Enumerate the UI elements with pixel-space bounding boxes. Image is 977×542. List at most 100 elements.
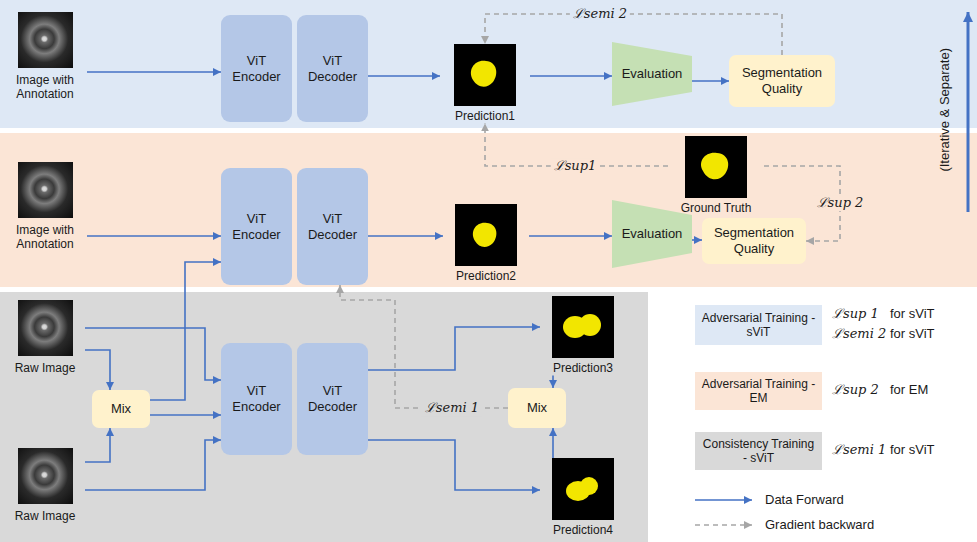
legend-text: Consistency Training - sViT bbox=[701, 437, 816, 466]
loss-target: for EM bbox=[890, 382, 928, 398]
data-connector bbox=[87, 235, 221, 237]
top-band bbox=[0, 0, 977, 128]
box-label: Mix bbox=[527, 400, 547, 416]
mask-image: Prediction4 bbox=[540, 458, 626, 537]
evaluation-label: Evaluation bbox=[622, 226, 683, 242]
data-connector bbox=[87, 71, 221, 73]
vit-block: ViT Encoder bbox=[221, 15, 292, 122]
evaluation-trapezoid: Evaluation bbox=[612, 42, 692, 106]
legend-forward-line bbox=[695, 499, 752, 501]
box-label: Mix bbox=[111, 401, 131, 417]
rotated-note: (Iterative & Separate) bbox=[937, 48, 953, 172]
mask-blob bbox=[552, 458, 614, 520]
mask-label: Ground Truth bbox=[681, 201, 752, 215]
mask-image: Ground Truth bbox=[668, 136, 764, 215]
data-connector bbox=[552, 375, 554, 388]
image-thumbnail: Image with Annotation bbox=[3, 160, 87, 252]
loss-name: ℒsup 2 bbox=[832, 382, 879, 398]
data-connector bbox=[368, 440, 540, 490]
process-box: Mix bbox=[508, 388, 566, 428]
data-connector bbox=[85, 328, 221, 380]
data-connector bbox=[529, 235, 612, 237]
legend-text: Adversarial Training - EM bbox=[701, 377, 816, 406]
mask-square bbox=[685, 136, 747, 198]
process-box: Mix bbox=[92, 390, 150, 428]
image-caption: Raw Image bbox=[15, 509, 76, 523]
loss-label: ℒsemi 2 bbox=[570, 6, 630, 22]
block-label: ViT Decoder bbox=[303, 383, 362, 414]
mask-blob bbox=[455, 204, 517, 266]
mri-image bbox=[18, 12, 73, 68]
mri-image bbox=[18, 162, 73, 218]
mask-square bbox=[552, 458, 614, 520]
mask-square bbox=[454, 44, 516, 106]
loss-label: ℒsup1 bbox=[551, 158, 600, 174]
data-connector bbox=[85, 350, 110, 390]
loss-name: ℒsemi 2 bbox=[832, 326, 886, 342]
legend-swatch: Consistency Training - sViT bbox=[695, 432, 822, 470]
data-connector bbox=[150, 262, 221, 400]
vit-block: ViT Encoder bbox=[221, 168, 292, 285]
mask-label: Prediction3 bbox=[553, 361, 613, 375]
block-label: ViT Encoder bbox=[227, 211, 286, 242]
image-thumbnail: Raw Image bbox=[5, 446, 85, 523]
data-connector bbox=[692, 80, 729, 82]
data-connector bbox=[150, 414, 221, 416]
image-thumbnail: Image with Annotation bbox=[3, 10, 87, 102]
vit-block: ViT Encoder bbox=[221, 343, 292, 455]
trapezoid-fill bbox=[612, 42, 692, 106]
image-caption: Raw Image bbox=[15, 361, 76, 375]
block-label: ViT Encoder bbox=[227, 383, 286, 414]
legend-backward-line bbox=[695, 524, 752, 526]
evaluation-label: Evaluation bbox=[622, 66, 683, 82]
box-label: Segmentation Quality bbox=[708, 225, 800, 256]
box-label: Segmentation Quality bbox=[735, 65, 829, 96]
data-connector bbox=[552, 428, 554, 458]
mask-square bbox=[552, 296, 614, 358]
process-box: Segmentation Quality bbox=[729, 55, 835, 107]
bottom-band bbox=[0, 292, 648, 542]
block-label: ViT Decoder bbox=[303, 53, 362, 84]
legend-text: Adversarial Training - sViT bbox=[701, 311, 816, 340]
legend-text: Gradient backward bbox=[765, 517, 874, 533]
middle-band bbox=[0, 133, 977, 287]
data-connector bbox=[368, 327, 540, 370]
data-connector bbox=[85, 428, 110, 462]
legend-swatch: Adversarial Training - sViT bbox=[695, 305, 822, 345]
vit-block: ViT Decoder bbox=[297, 15, 368, 122]
loss-name: ℒsup 1 bbox=[832, 306, 879, 322]
mask-square bbox=[455, 204, 517, 266]
vit-block: ViT Decoder bbox=[297, 343, 368, 455]
mask-image: Prediction3 bbox=[540, 296, 626, 375]
mask-image: Prediction2 bbox=[443, 204, 529, 283]
image-caption: Image with Annotation bbox=[3, 73, 87, 102]
iteration-arrow bbox=[967, 12, 970, 212]
mask-label: Prediction4 bbox=[553, 523, 613, 537]
block-label: ViT Decoder bbox=[303, 211, 362, 242]
legend-swatch: Adversarial Training - EM bbox=[695, 372, 822, 410]
data-connector bbox=[368, 75, 440, 77]
loss-label: ℒsemi 1 bbox=[422, 400, 482, 416]
loss-target: for sViT bbox=[890, 306, 935, 322]
legend-text: Data Forward bbox=[765, 492, 844, 508]
process-box: Segmentation Quality bbox=[702, 218, 806, 264]
evaluation-trapezoid: Evaluation bbox=[612, 200, 692, 268]
data-connector bbox=[85, 440, 221, 490]
mri-image bbox=[18, 448, 73, 504]
mask-label: Prediction1 bbox=[455, 109, 515, 123]
loss-label: ℒsup 2 bbox=[814, 195, 867, 211]
mask-image: Prediction1 bbox=[440, 44, 530, 123]
mask-blob bbox=[685, 136, 747, 198]
image-caption: Image with Annotation bbox=[3, 223, 87, 252]
loss-target: for sViT bbox=[890, 442, 935, 458]
data-connector bbox=[530, 75, 612, 77]
block-label: ViT Encoder bbox=[227, 53, 286, 84]
mask-label: Prediction2 bbox=[456, 269, 516, 283]
mask-blob bbox=[454, 44, 516, 106]
mask-blob bbox=[552, 296, 614, 358]
trapezoid-fill bbox=[612, 200, 692, 268]
mri-image bbox=[18, 300, 73, 356]
loss-name: ℒsemi 1 bbox=[832, 442, 886, 458]
data-connector bbox=[692, 239, 702, 241]
